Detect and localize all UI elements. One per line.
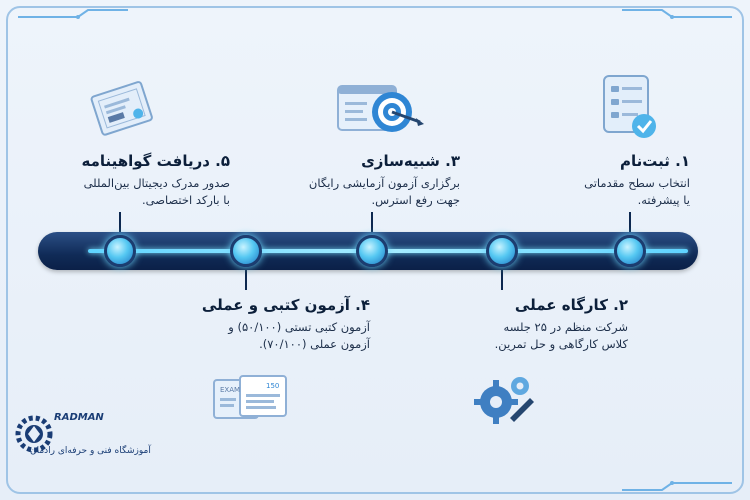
timeline-node-3 [356, 235, 388, 267]
corner-ornament-bottom-right [622, 474, 732, 492]
step-3-title: ۳. شبیه‌سازی [361, 152, 460, 170]
connector-step-1 [629, 212, 631, 232]
timeline-node-4 [230, 235, 262, 267]
timeline-node-2 [486, 235, 518, 267]
connector-step-2 [501, 270, 503, 290]
connector-step-3 [371, 212, 373, 232]
exam-label: EXAM [220, 386, 240, 394]
target-simulation-icon [336, 80, 426, 140]
step-1-title: ۱. ثبت‌نام [620, 152, 690, 170]
connector-step-5 [119, 212, 121, 232]
step-4-exam: ۴. آزمون کتبی و عملی آزمون کتبی تستی (۵۰… [180, 296, 370, 353]
step-3-simulation: ۳. شبیه‌سازی برگزاری آزمون آزمایشی رایگا… [290, 152, 460, 209]
corner-ornament-top-left [18, 8, 128, 26]
exam-score: 150 [266, 382, 279, 390]
decorative-frame [6, 6, 744, 494]
corner-ornament-top-right [622, 8, 732, 26]
timeline [38, 228, 698, 274]
step-4-title: ۴. آزمون کتبی و عملی [201, 296, 370, 314]
step-5-certificate: ۵. دریافت گواهینامه صدور مدرک دیجیتال بی… [40, 152, 230, 209]
step-2-title: ۲. کارگاه عملی [514, 296, 628, 314]
gear-logo-icon [14, 408, 54, 468]
timeline-node-5 [104, 235, 136, 267]
gears-tools-icon [470, 368, 540, 430]
exam-sheet-icon: EXAM 150 [210, 372, 290, 424]
timeline-node-1 [614, 235, 646, 267]
connector-step-4 [245, 270, 247, 290]
step-5-title: ۵. دریافت گواهینامه [81, 152, 230, 170]
registration-form-icon [598, 72, 664, 144]
timeline-glow-line [88, 249, 688, 253]
logo-tagline: آموزشگاه فنی و حرفه‌ای رادمان [30, 446, 151, 456]
certificate-icon [90, 78, 156, 140]
logo-brand: RADMAN [54, 412, 104, 423]
